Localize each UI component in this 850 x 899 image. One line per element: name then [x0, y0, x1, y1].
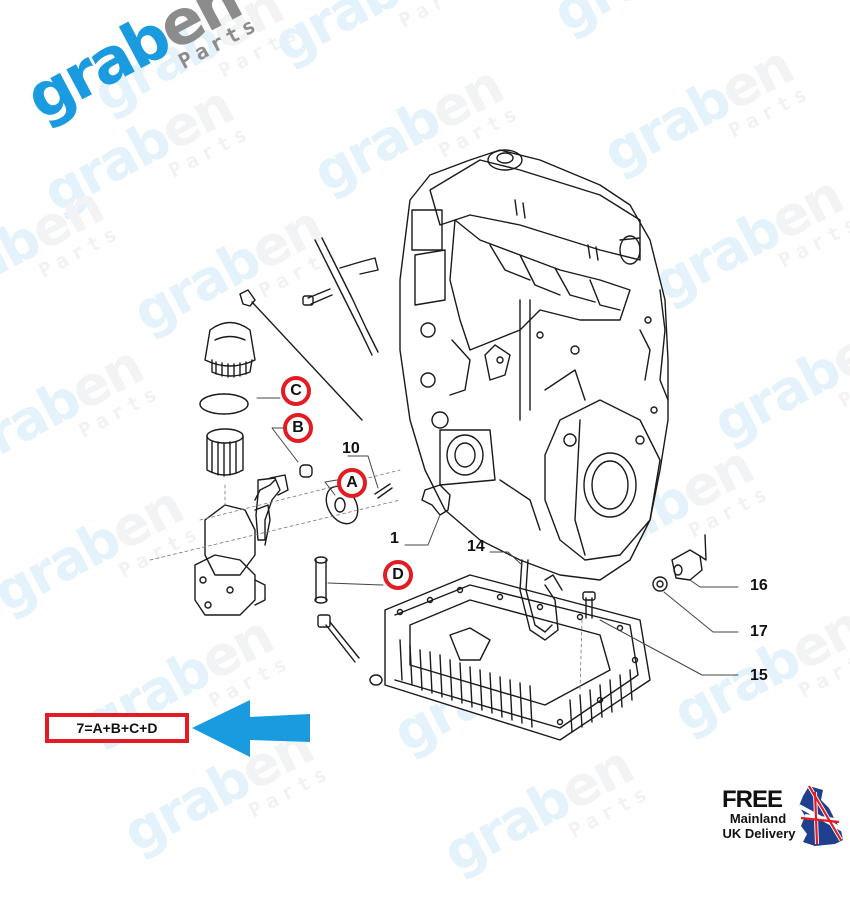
callout-15: 15	[750, 667, 768, 684]
dipstick-drawing	[239, 289, 363, 421]
kit-formula-box: 7=A+B+C+D	[45, 713, 189, 743]
oil-filter-housing-drawing	[194, 479, 276, 616]
delivery-uk-label: UK Delivery	[722, 826, 796, 841]
oil-pickup-tube-drawing	[519, 559, 563, 641]
engine-exploded-view	[149, 149, 844, 846]
fitting-16-drawing	[671, 534, 707, 581]
washer-drawing	[369, 674, 383, 686]
stud-10-drawing	[374, 483, 393, 499]
badge-a: A	[337, 468, 367, 498]
callout-14: 14	[467, 538, 485, 555]
leader-1	[404, 514, 441, 546]
o-ring-c-drawing	[199, 393, 249, 415]
leader-15	[599, 619, 739, 676]
delivery-mainland-label: Mainland	[729, 811, 787, 826]
y-fitting-1-drawing	[421, 484, 451, 516]
leader-b	[271, 427, 299, 463]
oil-pressure-sensor-drawing	[317, 614, 360, 663]
oil-tube-d-drawing	[314, 556, 328, 604]
gasket-a-drawing	[325, 485, 359, 525]
callout-17: 17	[750, 623, 768, 640]
leader-d	[327, 582, 384, 586]
oil-pan-drawing	[384, 574, 651, 741]
oil-filter-element-drawing	[206, 428, 244, 477]
bolt-15-drawing	[582, 591, 596, 619]
uk-flag-map-icon	[798, 784, 844, 846]
arrow-icon	[192, 700, 310, 757]
leader-17	[663, 591, 739, 633]
delivery-free-label: FREE	[722, 786, 783, 813]
free-delivery-badge: FREE Mainland UK Delivery	[716, 786, 848, 848]
oil-filter-cap-drawing	[204, 321, 256, 378]
dipstick-tube-drawing	[314, 237, 379, 356]
leader-10	[347, 455, 379, 489]
gasket-a-inner	[334, 497, 346, 513]
oil-cooler-pipe-drawing	[255, 474, 289, 541]
callout-10: 10	[342, 440, 360, 457]
leader-a	[324, 479, 338, 496]
callout-16: 16	[750, 577, 768, 594]
bolt-drawing	[302, 288, 333, 306]
engine-block-drawing	[399, 149, 669, 581]
leader-16	[689, 579, 739, 588]
plug-17-drawing	[652, 576, 668, 592]
callout-1: 1	[390, 530, 399, 547]
badge-c: C	[281, 376, 311, 406]
badge-b: B	[283, 413, 313, 443]
leader-14	[489, 551, 523, 566]
badge-d: D	[383, 560, 413, 590]
seal-b-drawing	[299, 464, 313, 478]
